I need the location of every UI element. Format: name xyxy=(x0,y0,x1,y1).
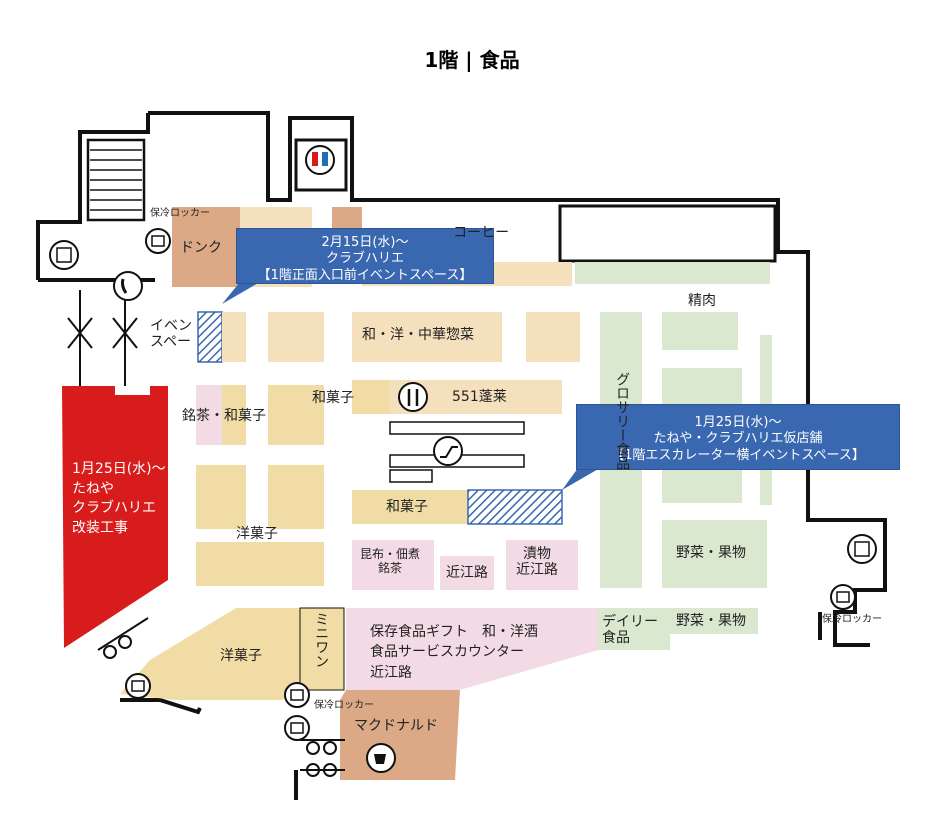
event-callout-right: 1月25日(水)～ たねや・クラブハリエ仮店舗 【1階エスカレーター横イベントス… xyxy=(576,404,900,470)
construction-area[interactable] xyxy=(62,386,168,648)
elevator-icon xyxy=(49,240,79,270)
shop-yogashi-bottom[interactable] xyxy=(120,608,300,700)
shop-wa-yo-chuka[interactable] xyxy=(352,312,502,362)
event-space-front[interactable] xyxy=(197,311,223,363)
shop-tsukemono[interactable] xyxy=(506,540,578,590)
label-yasai-bottom: 野菜・果物 xyxy=(676,613,746,629)
callout-line: クラブハリエ xyxy=(325,251,404,267)
callout-line: 【1階正面入口前イベントスペース】 xyxy=(257,267,473,283)
shop-daily[interactable] xyxy=(598,608,670,650)
label-yogashi-center: 洋菓子 xyxy=(236,526,278,542)
locker-icon xyxy=(125,673,151,699)
phone-icon xyxy=(113,271,143,301)
locker-icon xyxy=(145,228,171,254)
construction-notice: 1月25日(水)～ たねや クラブハリエ 改装工事 xyxy=(72,460,166,538)
notice-line: クラブハリエ xyxy=(72,500,156,517)
elevator-icon xyxy=(847,534,877,564)
label-coffee: アロマシティコーヒー xyxy=(454,225,510,241)
shop-center-4[interactable] xyxy=(196,465,246,529)
label-konbu: 昆布・佃煮 銘茶 xyxy=(360,547,421,575)
floor-title: 1階 | 食品 xyxy=(424,48,520,72)
locker-icon xyxy=(284,682,310,708)
escalator xyxy=(389,421,525,483)
label-locker-bottom: 保冷ロッカー xyxy=(314,700,374,711)
shop-meicha-pink[interactable] xyxy=(196,385,222,445)
label-daily: デイリー 食品 xyxy=(602,614,658,647)
shop-oumiji[interactable] xyxy=(440,556,494,590)
notice-line: 1月25日(水)～ xyxy=(72,461,166,477)
shop-miniwan[interactable] xyxy=(299,607,345,691)
event-callout-top: 2月15日(水)～ クラブハリエ 【1階正面入口前イベントスペース】 xyxy=(236,228,494,284)
label-horai: 551蓬莱 xyxy=(452,389,507,405)
label-wagashi-top: 和菓子 xyxy=(312,390,354,406)
callout-line: 2月15日(水)～ xyxy=(321,235,409,250)
callout-line: たねや・クラブハリエ仮店舗 xyxy=(653,431,823,447)
restaurant-icon xyxy=(398,382,428,412)
entrance-doors-sw xyxy=(97,617,149,659)
shop-yasai-right[interactable] xyxy=(662,520,767,588)
label-locker-top: 保冷ロッカー xyxy=(150,208,210,219)
restroom-icon xyxy=(305,145,335,175)
shop-wagashi-top[interactable] xyxy=(352,380,390,414)
shop-yogashi-center[interactable] xyxy=(196,542,324,586)
label-yogashi-bottom: 洋菓子 xyxy=(220,648,262,664)
callout-pointer-right xyxy=(562,468,600,490)
label-hozon: 保存食品ギフト 和・洋酒 食品サービスカウンター 近江路 xyxy=(370,624,538,681)
notice-line: 改装工事 xyxy=(72,519,128,536)
shop-konbu[interactable] xyxy=(352,540,434,590)
locker-icon xyxy=(830,584,856,610)
label-grocery: グロサリー食品 xyxy=(614,372,631,470)
label-donku: ドンク xyxy=(180,240,222,256)
shop-center-2[interactable] xyxy=(526,312,580,362)
shop-center-1[interactable] xyxy=(268,312,324,362)
label-oumiji: 近江路 xyxy=(446,565,488,581)
shop-seiniku[interactable] xyxy=(662,312,738,350)
shop-hozon[interactable] xyxy=(346,608,598,690)
event-space-escalator[interactable] xyxy=(467,489,563,525)
label-tsukemono: 漬物 近江路 xyxy=(516,546,558,579)
label-wagashi-mid: 和菓子 xyxy=(386,499,428,515)
label-yasai-right: 野菜・果物 xyxy=(676,545,746,561)
label-mcdonald: マクドナルド xyxy=(354,718,438,734)
shop-center-5[interactable] xyxy=(268,465,324,529)
shop-donku[interactable] xyxy=(172,207,240,287)
callout-pointer-top xyxy=(222,282,260,304)
label-locker-right: 保冷ロッカー xyxy=(822,614,882,625)
label-event-space: イベン スペー xyxy=(150,318,192,351)
callout-line: 【1階エスカレーター横イベントスペース】 xyxy=(611,447,865,463)
locker-icon xyxy=(284,715,310,741)
label-miniwan: ミニワン xyxy=(313,612,330,668)
coffee-icon xyxy=(366,743,396,773)
shop-green-strip[interactable] xyxy=(575,262,770,284)
backroom xyxy=(558,204,777,263)
label-meicha-wagashi: 銘茶・和菓子 xyxy=(182,408,266,424)
shop-event-adjacent[interactable] xyxy=(222,312,246,362)
notice-line: たねや xyxy=(72,480,114,497)
escalator-icon xyxy=(433,436,463,466)
label-wa-yo-chuka: 和・洋・中華惣菜 xyxy=(362,327,474,343)
shop-wagashi-mid[interactable] xyxy=(352,490,468,524)
entrance-doors-bottom xyxy=(300,739,345,777)
entrance-doors-left xyxy=(67,290,138,386)
stairs xyxy=(86,138,146,222)
shop-meicha-yellow[interactable] xyxy=(222,385,246,445)
callout-line: 1月25日(水)～ xyxy=(694,415,782,430)
shop-yasai-bottom[interactable] xyxy=(670,608,758,634)
shop-center-3[interactable] xyxy=(268,385,324,445)
label-seiniku: 精肉 xyxy=(688,293,716,309)
